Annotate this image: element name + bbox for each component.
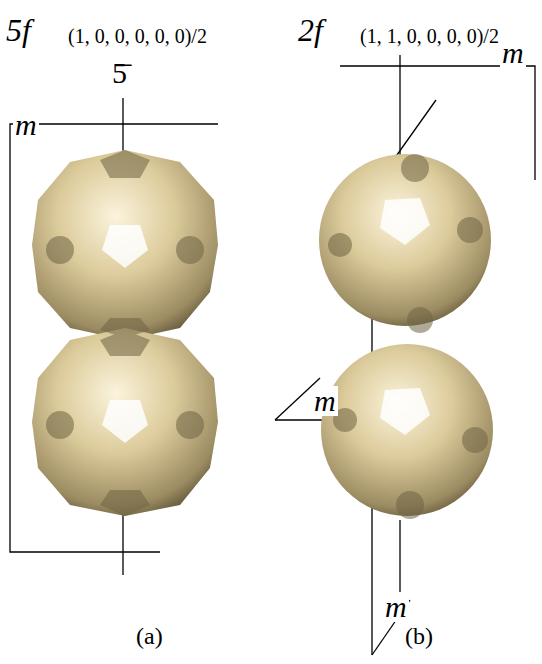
mirror-symbol: m — [383, 592, 409, 622]
position-vector: (1, 0, 0, 0, 0, 0)/2 — [68, 26, 207, 46]
mirror-symbol: m — [312, 386, 338, 416]
rotoinversion-axis — [122, 512, 123, 575]
mirror-symbol: m — [13, 110, 39, 140]
mirror-plane — [275, 55, 535, 655]
rotoinversion-axis — [122, 98, 123, 155]
polyhedron-cluster — [32, 150, 218, 516]
site-label: 2f — [298, 14, 323, 46]
mirror-plane — [10, 124, 218, 552]
position-vector: (1, 1, 0, 0, 0, 0)/2 — [360, 26, 499, 46]
polyhedron-cluster — [319, 154, 493, 519]
site-label: 5f — [6, 14, 31, 46]
panel-label: (b) — [405, 624, 433, 648]
panel-label: (a) — [136, 624, 163, 648]
symmetry-symbol: 5̄ — [110, 58, 129, 88]
mirror-symbol: m — [500, 38, 526, 68]
